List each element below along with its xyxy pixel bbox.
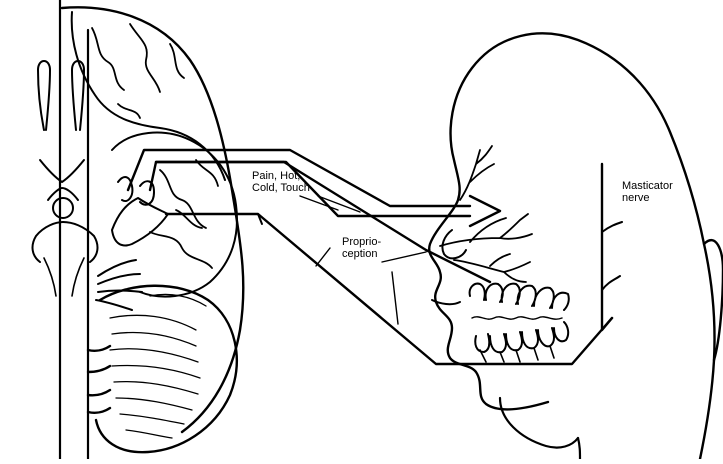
facial-branches-upper (460, 146, 494, 200)
trigeminal-root (112, 198, 168, 245)
brainstem-rootlets (88, 346, 110, 413)
masticator-label: Masticator nerve (622, 180, 673, 204)
head (429, 33, 723, 459)
neck (578, 438, 580, 459)
trigeminal-ganglion (118, 177, 154, 205)
folia (110, 294, 206, 438)
masticator-label-line-2: nerve (622, 192, 673, 204)
brain-sulcus (92, 28, 124, 90)
masticator-nerve (602, 164, 612, 330)
cranial-nerve-roots (96, 260, 142, 310)
facial-branches-lower (454, 254, 530, 282)
proprioception-label-line-2: ception (342, 248, 381, 260)
brain-sulcus (118, 104, 140, 118)
head-outline (429, 33, 714, 459)
brain-sulcus (160, 170, 206, 228)
lower-dental-branches (480, 346, 554, 362)
masticator-pathway (166, 214, 612, 364)
olfactory-tract (38, 70, 50, 130)
olfactory-tract (72, 70, 84, 130)
sensory-label-line-2: Cold, Touch (252, 182, 310, 194)
sensory-label: Pain, Hot, Cold, Touch (252, 170, 310, 194)
proprioception-label: Proprio- ception (342, 236, 381, 260)
sensory-pathway-upper-inner (150, 162, 470, 216)
brain (33, 0, 244, 459)
brain-sulcus (176, 210, 202, 228)
sensory-label-line-1: Pain, Hot, (252, 170, 310, 182)
teeth (470, 284, 569, 353)
cerebellum (96, 286, 237, 452)
dental-roots (472, 317, 562, 319)
hemisphere-inner-curve (72, 12, 225, 180)
pituitary (53, 198, 73, 218)
lower-teeth (475, 322, 568, 352)
brain-sulcus (150, 232, 212, 268)
brain-sulcus (196, 160, 218, 186)
optic-chiasm (40, 160, 84, 200)
pons-lines (44, 258, 84, 296)
brain-sulcus (130, 24, 160, 92)
masticator-label-line-1: Masticator (622, 180, 673, 192)
cerebral-hemisphere-outline (62, 7, 243, 432)
masticator-branches (602, 222, 622, 290)
upper-teeth (470, 284, 569, 310)
proprioception-label-line-1: Proprio- (342, 236, 381, 248)
